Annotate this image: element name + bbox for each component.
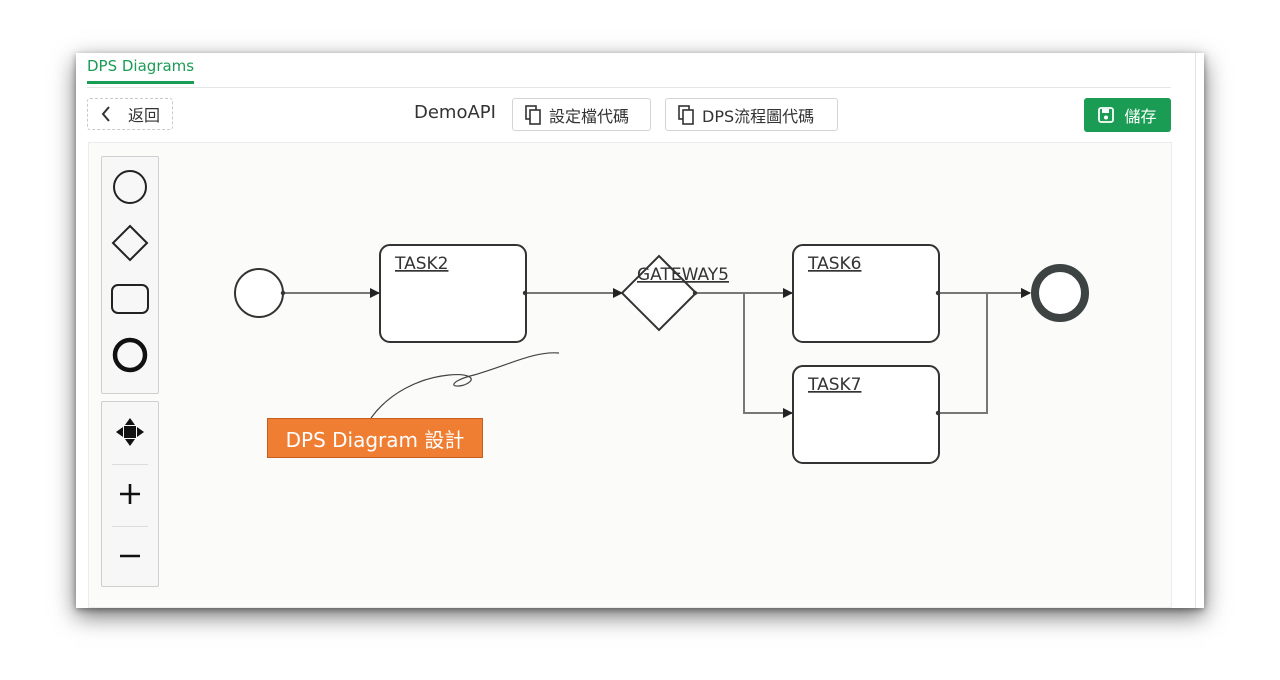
copy-flow-code-label: DPS流程圖代碼 bbox=[702, 106, 815, 126]
edge-gateway5-task7[interactable] bbox=[695, 292, 793, 418]
element-palette bbox=[101, 156, 159, 394]
gateway-icon bbox=[111, 224, 149, 262]
connector-dot bbox=[280, 290, 286, 296]
edge-task7-end[interactable] bbox=[938, 288, 1031, 414]
zoom-out-icon bbox=[120, 554, 140, 558]
zoom-in-icon bbox=[120, 484, 140, 504]
chevron-left-icon bbox=[92, 105, 120, 123]
controls-divider bbox=[112, 526, 148, 527]
canvas-controls bbox=[101, 401, 159, 587]
app-window: DPS Diagrams 返回 DemoAPI 設定檔代碼 DPS流程圖代碼 儲… bbox=[76, 53, 1204, 608]
copy-icon bbox=[678, 104, 694, 125]
task6-label: TASK6 bbox=[807, 254, 861, 274]
back-button[interactable]: 返回 bbox=[87, 98, 173, 130]
connector-dot bbox=[935, 410, 941, 416]
annotation-curve bbox=[370, 352, 560, 419]
zoom-out-button[interactable] bbox=[102, 526, 158, 586]
window-edge bbox=[1195, 53, 1196, 608]
gateway5-label: GATEWAY5 bbox=[637, 265, 729, 285]
connector-dot bbox=[935, 290, 941, 296]
floppy-disk-icon bbox=[1098, 107, 1115, 123]
diagram-canvas[interactable]: TASK2 GATEWAY5 TASK6 TASK7 DPS Diagram 設… bbox=[88, 142, 1172, 608]
bpmn-diagram: TASK2 GATEWAY5 TASK6 TASK7 bbox=[234, 244, 1089, 464]
copy-flow-code-button[interactable]: DPS流程圖代碼 bbox=[665, 98, 838, 131]
tab-divider bbox=[87, 87, 1171, 88]
task-icon bbox=[111, 284, 149, 314]
end-event-icon bbox=[112, 337, 148, 373]
back-button-label: 返回 bbox=[128, 106, 161, 125]
task2-label: TASK2 bbox=[394, 254, 448, 274]
save-button[interactable]: 儲存 bbox=[1084, 98, 1171, 132]
move-icon bbox=[116, 418, 144, 446]
gateway5-node[interactable] bbox=[620, 254, 698, 332]
start-event[interactable] bbox=[234, 268, 284, 318]
connector-dot bbox=[522, 290, 528, 296]
tab-dps-diagrams[interactable]: DPS Diagrams bbox=[87, 57, 195, 84]
save-button-label: 儲存 bbox=[1124, 107, 1157, 126]
copy-icon bbox=[525, 104, 541, 125]
copy-config-code-label: 設定檔代碼 bbox=[549, 106, 630, 126]
api-name: DemoAPI bbox=[414, 102, 496, 123]
palette-task[interactable] bbox=[102, 271, 158, 327]
start-event-icon bbox=[113, 170, 147, 204]
connector-dot bbox=[692, 290, 698, 296]
palette-end-event[interactable] bbox=[102, 327, 158, 383]
zoom-in-button[interactable] bbox=[102, 464, 158, 524]
copy-config-code-button[interactable]: 設定檔代碼 bbox=[512, 98, 651, 131]
end-event[interactable] bbox=[1031, 264, 1089, 322]
annotation-label: DPS Diagram 設計 bbox=[267, 418, 483, 458]
controls-divider bbox=[112, 464, 148, 465]
task7-label: TASK7 bbox=[807, 375, 861, 395]
move-canvas-button[interactable] bbox=[102, 402, 158, 462]
palette-start-event[interactable] bbox=[102, 159, 158, 215]
palette-gateway[interactable] bbox=[102, 215, 158, 271]
